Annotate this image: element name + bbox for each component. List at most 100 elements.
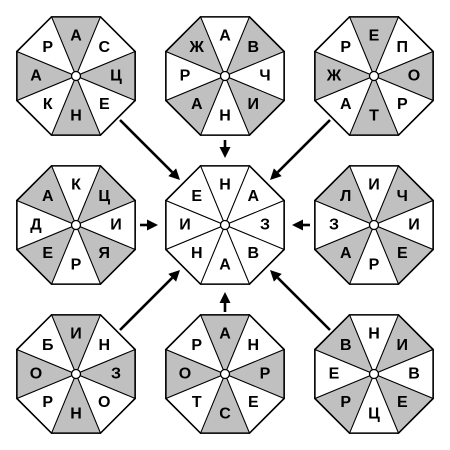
segment-letter: Е [191,188,202,205]
octagon-hub [219,368,231,380]
segment-letter: Е [397,245,408,262]
segment-letter: З [260,217,270,234]
segment-letter: Е [42,245,53,262]
segment-letter: Е [369,28,380,45]
segment-letter: И [397,337,409,354]
segment-letter: А [340,96,352,113]
segment-letter: А [191,96,203,113]
segment-letter: О [30,366,42,383]
octagon-hub [368,219,380,231]
segment-letter: С [98,39,110,56]
arrow [119,119,180,180]
segment-letter: Е [99,96,110,113]
segment-letter: А [219,28,231,45]
octagon-outline [314,314,434,434]
arrow-head [270,270,282,282]
segment-letter: Р [42,394,53,411]
arrow-head [219,292,231,303]
segment-letter: Е [329,366,340,383]
segment-letter: И [110,217,122,234]
arrow-head [292,219,303,231]
segment-letter: К [71,177,81,194]
arrow-head [168,270,180,282]
arrow-head [168,168,180,180]
octagon-hub [368,70,380,82]
segment-letter: А [340,245,352,262]
segment-letter: В [340,337,352,354]
arrow-shaft [119,119,174,174]
segment-letter: О [408,68,420,85]
segment-letter: И [368,177,380,194]
segment-letter: Ж [188,39,204,56]
segment-letter: Р [260,366,271,383]
arrow-shaft [276,119,331,174]
arrow-shaft [276,276,331,331]
arrow [292,219,310,231]
segment-letter: И [179,217,191,234]
segment-letter: А [70,28,82,45]
segment-letter: А [42,188,54,205]
segment-letter: Ц [110,68,122,85]
segment-letter: И [70,326,82,343]
segment-letter: Р [71,257,82,274]
octagon-outline [314,165,434,285]
segment-letter: Р [397,96,408,113]
segment-letter: А [219,257,231,274]
octagon-outline [16,165,136,285]
segment-letter: О [98,394,110,411]
segment-letter: Н [219,177,231,194]
octagon-outline [16,16,136,136]
octagon-outline [165,165,285,285]
segment-letter: Н [368,326,380,343]
arrow-head [270,168,282,180]
segment-letter: Н [191,245,203,262]
octagon-outline [165,314,285,434]
segment-letter: Ж [326,68,342,85]
segment-letter: О [179,366,191,383]
segment-letter: Н [219,108,231,125]
segment-letter: Т [369,108,379,125]
arrow [119,270,180,331]
segment-letter: Н [70,406,82,423]
segment-letter: П [397,39,409,56]
segment-letter: С [219,406,231,423]
arrow [270,119,331,180]
segment-letter: З [111,366,121,383]
segment-letter: Ц [98,188,110,205]
arrow [140,219,158,231]
segment-letter: Е [248,394,259,411]
segment-letter: Ц [368,406,380,423]
segment-letter: Н [98,337,110,354]
segment-letter: Я [99,245,111,262]
octagon-hub [219,219,231,231]
segment-letter: И [408,217,420,234]
segment-letter: К [43,96,53,113]
arrow-head [219,147,231,158]
octagon-outline [165,16,285,136]
segment-letter: Д [30,217,42,234]
segment-letter: В [408,366,420,383]
segment-letter: Б [42,337,54,354]
segment-letter: Л [340,188,351,205]
octagon-hub [219,70,231,82]
segment-letter: Н [70,108,82,125]
segment-letter: Н [247,337,259,354]
segment-letter: А [30,68,42,85]
segment-letter: В [247,245,259,262]
segment-letter: А [247,188,259,205]
segment-letter: Р [180,68,191,85]
segment-letter: В [247,39,259,56]
octagon-hub [70,368,82,380]
segment-letter: Р [340,39,351,56]
arrow [270,270,331,331]
segment-letter: Е [397,394,408,411]
segment-letter: Т [192,394,202,411]
octagon-hub [368,368,380,380]
segment-letter: Ч [397,188,408,205]
